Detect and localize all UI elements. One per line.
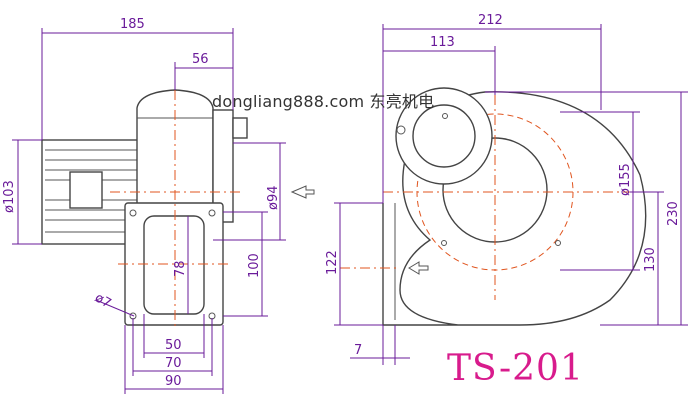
airflow-arrow-icon bbox=[290, 185, 315, 199]
dim-212: 212 bbox=[478, 13, 503, 28]
model-label: TS-201 bbox=[447, 348, 584, 389]
dim-100: 100 bbox=[247, 253, 262, 278]
outlet-opening bbox=[143, 215, 205, 315]
dim-dia103: ø103 bbox=[2, 180, 17, 213]
dim-122: 122 bbox=[325, 250, 340, 275]
dim-130: 130 bbox=[643, 247, 658, 272]
dim-56: 56 bbox=[192, 52, 209, 67]
rotation-arrow-icon bbox=[408, 261, 429, 275]
front-view-dimensions: 212 113 230 ø155 130 122 7 bbox=[325, 13, 688, 365]
mount-hole bbox=[396, 125, 406, 135]
side-view bbox=[41, 89, 248, 330]
watermark-text: dongliang888.com 东亮机电 bbox=[212, 92, 435, 111]
bolt-hole bbox=[208, 209, 216, 217]
dim-7: 7 bbox=[354, 343, 362, 358]
dim-dia94: ø94 bbox=[266, 186, 281, 211]
terminal-box bbox=[69, 171, 103, 209]
dim-70: 70 bbox=[165, 356, 182, 371]
inlet-ring-inner bbox=[412, 104, 476, 168]
front-view bbox=[340, 87, 647, 326]
dim-dia7: ø7 bbox=[92, 290, 114, 311]
dim-113: 113 bbox=[430, 35, 455, 50]
dim-185: 185 bbox=[120, 17, 145, 32]
side-view-dimensions: 185 56 ø103 ø94 78 100 ø7 50 70 bbox=[2, 17, 286, 394]
dim-90: 90 bbox=[165, 374, 182, 389]
bolt-hole bbox=[129, 209, 137, 217]
dim-78: 78 bbox=[173, 260, 188, 277]
shaft-stub bbox=[232, 117, 248, 139]
dim-50: 50 bbox=[165, 338, 182, 353]
dim-230: 230 bbox=[666, 201, 681, 226]
dim-dia155: ø155 bbox=[618, 163, 633, 196]
